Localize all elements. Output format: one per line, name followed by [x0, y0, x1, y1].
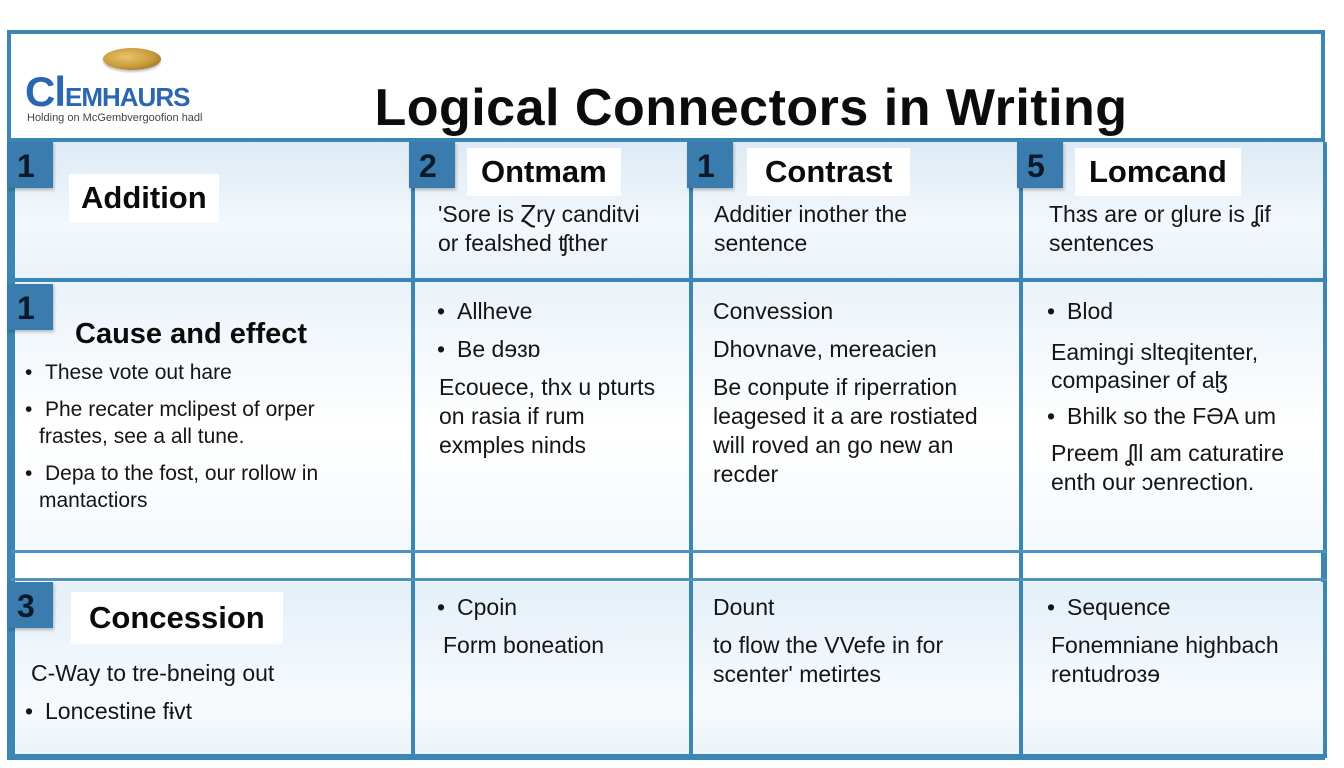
cell-text: enth our ɔenrection. — [1051, 469, 1255, 495]
logo-name-rest: EMHAURS — [65, 82, 190, 112]
list-item: Loncestine fɨvt — [25, 697, 192, 726]
logo-tagline: Holding on McGembvergoofion hadl — [27, 112, 203, 124]
grid-line — [11, 754, 1327, 758]
category-label: Ontmam — [467, 148, 621, 196]
cell-text: Convession — [713, 298, 834, 324]
list-item: Cpoin — [437, 593, 517, 622]
logo: ClEMHAURS Holding on McGembvergoofion ha… — [25, 48, 225, 128]
cell-text: Eamingi slteqitenter, — [1051, 339, 1259, 365]
cell-text: Be conpute if riperration — [713, 374, 958, 400]
cell-text: exmples ninds — [439, 432, 587, 458]
list-item: Depa to the fost, our rollow in — [25, 459, 318, 488]
cell-text: Thɜs are or glure is ʆif — [1049, 201, 1271, 227]
category-label-addition: Addition — [69, 174, 219, 222]
cell-text: Additier inother the — [714, 201, 908, 227]
grid-line — [11, 550, 1327, 553]
logo-emblem-icon — [103, 48, 161, 70]
cell-text: Dount — [713, 594, 775, 620]
list-item: Be dɘɜɒ — [437, 335, 540, 364]
cell-text: leagesed it a are rostiated — [713, 403, 978, 429]
grid-line — [11, 278, 1327, 282]
header: ClEMHAURS Holding on McGembvergoofion ha… — [11, 34, 1321, 142]
list-item: Phe recater mclipest of orper — [25, 395, 315, 424]
grid-line — [11, 142, 15, 758]
number-badge: 1 — [7, 284, 53, 330]
cell-text: will roved an go new an — [713, 432, 954, 458]
category-label-cause-and-effect: Cause and effect — [75, 318, 308, 350]
logo-name-first: Cl — [25, 68, 66, 115]
cell-text: Form boneation — [443, 632, 605, 658]
page-title: Logical Connectors in Writing — [374, 79, 1128, 137]
cell-text: or fealshed ʧther — [438, 230, 608, 256]
cell-text: compasiner of aɮ — [1051, 367, 1228, 393]
connectors-table: 1 Addition 2 Ontmam 'Sore is Ɀry canditv… — [7, 142, 1327, 758]
number-badge: 3 — [7, 582, 53, 628]
cell-text: Dhovnave, mereacien — [713, 336, 937, 362]
cell-text: Ecouece, thx u pturts — [439, 374, 656, 400]
list-item-continued: mantactiors — [39, 489, 148, 512]
logo-name: ClEMHAURS — [25, 68, 190, 116]
grid-line — [411, 142, 415, 758]
cell-text: Fonemniane highbach — [1051, 632, 1279, 658]
category-label-contrast: Contrast — [747, 148, 911, 196]
cell-text: sentences — [1049, 230, 1154, 256]
list-item-continued: frastes, see a all tune. — [39, 425, 245, 448]
list-item: Sequence — [1047, 593, 1171, 622]
category-label: Lomcand — [1075, 148, 1241, 196]
cell-text: sentence — [714, 230, 808, 256]
cell-text: to flow the VVefe in for — [713, 632, 944, 658]
cell-text: C-Way to tre-bneing out — [31, 660, 275, 686]
cell-text: scenter' metirtes — [713, 661, 881, 687]
list-item: Bhilk so the FƏA um — [1047, 402, 1276, 431]
cell-text: 'Sore is Ɀry canditvi — [438, 201, 640, 227]
grid-line — [1323, 142, 1327, 758]
list-item: Blod — [1047, 297, 1113, 326]
cell-text: Preem ʆll am caturatire — [1051, 440, 1284, 466]
number-badge: 5 — [1017, 142, 1063, 188]
list-item: Allheve — [437, 297, 532, 326]
cell-text: recder — [713, 461, 779, 487]
category-label-concession: Concession — [71, 592, 283, 644]
grid-line — [1019, 142, 1023, 758]
number-badge: 2 — [409, 142, 455, 188]
number-badge: 1 — [7, 142, 53, 188]
grid-line — [11, 578, 1327, 581]
list-item: These vote out hare — [25, 358, 232, 387]
cell-text: on rasia if rum — [439, 403, 585, 429]
grid-line — [689, 142, 693, 758]
number-badge: 1 — [687, 142, 733, 188]
cell-text: rentudroɜɘ — [1051, 661, 1161, 687]
